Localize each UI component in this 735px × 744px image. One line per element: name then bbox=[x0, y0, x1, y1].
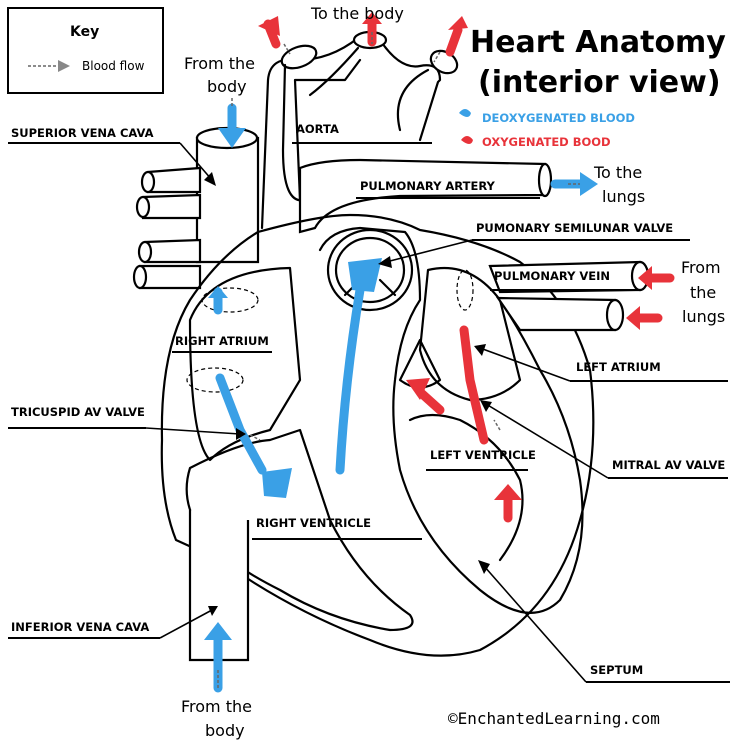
arrow-up-right-icon bbox=[448, 16, 468, 30]
label-from-body-bottom-1: From the bbox=[181, 697, 252, 716]
label-from-body-top-2: body bbox=[207, 77, 247, 96]
arrow-left-lower-icon bbox=[626, 306, 640, 330]
label-septum: SEPTUM bbox=[590, 663, 643, 677]
title-line-1: Heart Anatomy bbox=[470, 25, 726, 60]
arrow-right-icon bbox=[580, 172, 598, 196]
arrow-up-bottom-icon bbox=[204, 622, 232, 640]
label-aorta: AORTA bbox=[296, 122, 339, 136]
arrow-down-right-icon bbox=[262, 468, 292, 498]
label-from-lungs-3: lungs bbox=[682, 307, 725, 326]
arrow-red-low-icon bbox=[494, 484, 522, 500]
label-from-lungs-1: From bbox=[681, 258, 721, 277]
oxygenated-flow bbox=[258, 12, 675, 523]
label-right-atrium: RIGHT ATRIUM bbox=[175, 334, 269, 348]
arrow-down-icon bbox=[218, 128, 246, 148]
label-left-atrium: LEFT ATRIUM bbox=[576, 360, 661, 374]
flow-arrow-icon bbox=[58, 60, 70, 72]
label-to-lungs-1: To the bbox=[593, 163, 642, 182]
red-drop-icon bbox=[461, 136, 473, 144]
key-box: Key Blood flow bbox=[7, 7, 164, 94]
pointer-arrowhead bbox=[204, 172, 216, 186]
label-to-lungs-2: lungs bbox=[602, 187, 645, 206]
legend: DEOXYGENATED BLOOD OXYGENATED BOOD bbox=[459, 109, 635, 149]
label-semilunar-valve: PUMONARY SEMILUNAR VALVE bbox=[476, 221, 673, 235]
label-superior-vena-cava: SUPERIOR VENA CAVA bbox=[11, 126, 154, 140]
key-heading: Key bbox=[70, 24, 99, 40]
label-left-ventricle: LEFT VENTRICLE bbox=[430, 448, 536, 462]
key-blood-flow: Blood flow bbox=[82, 59, 145, 73]
part-labels: SUPERIOR VENA CAVA AORTA PULMONARY ARTER… bbox=[8, 122, 730, 683]
copyright: ©EnchantedLearning.com bbox=[448, 709, 660, 728]
label-to-body: To the body bbox=[310, 4, 404, 23]
flow-markers bbox=[217, 32, 580, 690]
label-right-ventricle: RIGHT VENTRICLE bbox=[256, 516, 371, 530]
legend-deoxygenated: DEOXYGENATED BLOOD bbox=[482, 111, 635, 125]
flow-labels: To the body From the body To the lungs F… bbox=[181, 4, 725, 740]
label-tricuspid-valve: TRICUSPID AV VALVE bbox=[11, 405, 145, 419]
label-mitral-valve: MITRAL AV VALVE bbox=[612, 458, 725, 472]
label-pulmonary-artery: PULMONARY ARTERY bbox=[360, 179, 496, 193]
arrow-left-icon bbox=[638, 266, 652, 290]
arrow-up-small-icon bbox=[208, 286, 228, 298]
arrow-up-center-icon bbox=[362, 12, 382, 24]
label-from-body-top-1: From the bbox=[184, 54, 255, 73]
label-from-body-bottom-2: body bbox=[205, 721, 245, 740]
arrow-up-left-icon bbox=[258, 16, 280, 36]
label-from-lungs-2: the bbox=[690, 283, 716, 302]
blue-drop-icon bbox=[459, 109, 471, 117]
arrow-up-icon bbox=[348, 258, 382, 292]
legend-oxygenated: OXYGENATED BOOD bbox=[482, 135, 611, 149]
label-pulmonary-vein: PULMONARY VEIN bbox=[494, 269, 610, 283]
arrow-red-ventricle-icon bbox=[406, 378, 430, 400]
title-line-2: (interior view) bbox=[478, 65, 721, 100]
label-inferior-vena-cava: INFERIOR VENA CAVA bbox=[11, 620, 149, 634]
